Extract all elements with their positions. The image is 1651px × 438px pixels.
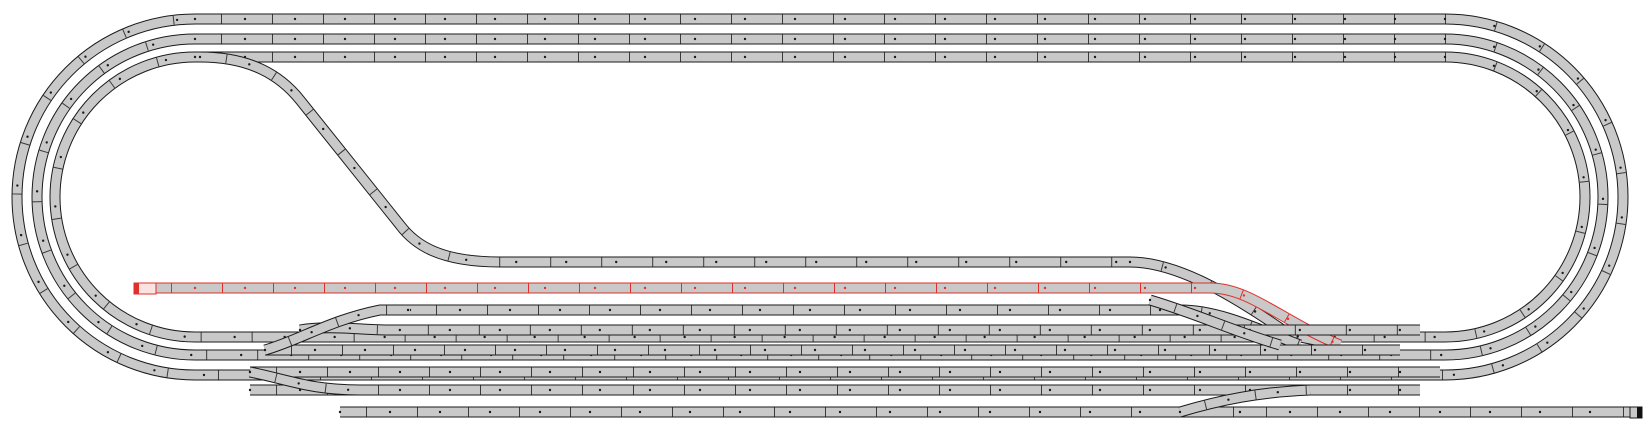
tracks-layer: [11, 13, 1642, 418]
buffer-stop-bottom-right[interactable]: [1629, 406, 1643, 419]
track-outer-loop[interactable]: [11, 13, 1629, 381]
track-inner-loop-bed: [50, 52, 1590, 342]
track-yard-2-markers: [298, 326, 1422, 332]
track-inner-loop-joints: [50, 52, 1590, 342]
track-outer-loop-bed: [12, 14, 1628, 380]
buffer-stop-selected-spur-cap: [134, 283, 139, 294]
track-yard-2-bed: [299, 323, 1420, 335]
turnout-bottom-right[interactable]: [1178, 384, 1312, 418]
track-inner-loop-outline: [49, 51, 1591, 343]
turnout-left-yard-bed: [263, 305, 410, 355]
turnout-right-yard[interactable]: [1148, 294, 1282, 351]
turnout-left-yard[interactable]: [263, 304, 412, 356]
turnout-bottom-left[interactable]: [248, 366, 362, 396]
track-inner-loop[interactable]: [49, 51, 1591, 343]
switches-layer: [248, 294, 1312, 418]
turnout-bottom-right-bed: [1178, 385, 1311, 417]
track-yard-2[interactable]: [298, 322, 1422, 336]
buffer-stop-bottom-right-cap: [1637, 407, 1642, 418]
track-middle-loop-bed: [32, 34, 1608, 360]
buffers-layer: [133, 282, 1643, 419]
track-middle-loop[interactable]: [31, 33, 1609, 361]
turnout-right-yard-bed: [1148, 295, 1282, 350]
buffer-stop-selected-spur[interactable]: [133, 282, 157, 295]
turnout-bottom-left-bed: [249, 367, 361, 395]
track-inner-loop-markers: [53, 55, 1587, 339]
